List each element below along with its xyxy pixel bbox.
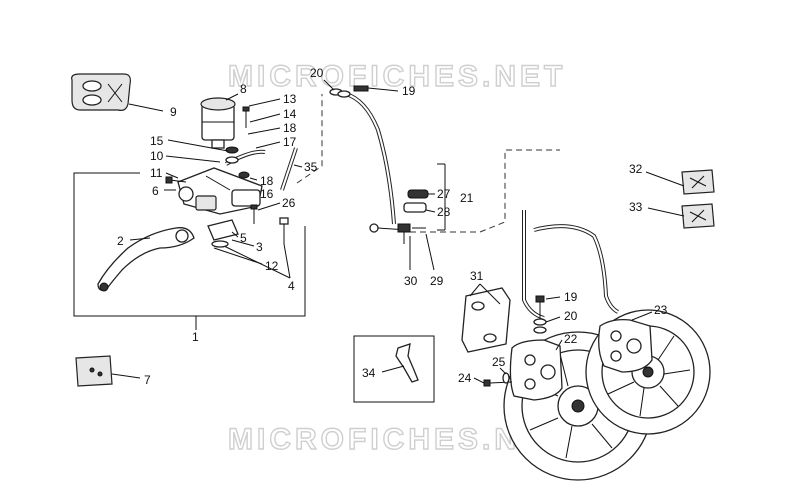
part-4-screw	[279, 217, 289, 244]
leader-18a	[247, 127, 281, 135]
part-28-grommet	[403, 202, 427, 213]
leader-13	[248, 98, 281, 107]
callout-10: 10	[150, 149, 164, 163]
part-32-pad	[681, 169, 715, 195]
callout-20-lower: 20	[564, 309, 578, 323]
part-13-screw	[242, 106, 250, 128]
callout-3: 3	[256, 240, 263, 254]
callout-16: 16	[260, 187, 274, 201]
leader-4a	[283, 243, 291, 279]
part-22-caliper	[509, 339, 563, 401]
part-5-clamp	[207, 219, 239, 248]
callout-30: 30	[404, 274, 418, 288]
part-31-caliper-bracket	[461, 287, 511, 353]
part-26-bolt	[250, 204, 258, 224]
callout-32: 32	[629, 162, 643, 176]
leader-2	[129, 237, 151, 241]
leader-23	[631, 311, 653, 321]
part-2-brake-lever	[97, 227, 195, 292]
part-33-pad	[681, 203, 715, 229]
leader-26	[257, 202, 281, 211]
leader-28	[425, 209, 436, 213]
callout-11: 11	[150, 166, 163, 180]
callout-1: 1	[192, 330, 199, 344]
callout-8: 8	[240, 82, 247, 96]
callout-15: 15	[150, 134, 164, 148]
callout-19-lower: 19	[564, 290, 578, 304]
leader-8	[225, 93, 239, 101]
callout-18-lower: 18	[260, 174, 274, 188]
callout-28: 28	[437, 205, 451, 219]
callout-29: 29	[430, 274, 444, 288]
callout-35: 35	[304, 160, 318, 174]
callout-7: 7	[144, 373, 151, 387]
callout-24: 24	[458, 371, 472, 385]
callout-6: 6	[152, 184, 159, 198]
callout-34: 34	[362, 366, 376, 380]
leader-29	[425, 233, 435, 271]
part-23-caliper	[598, 318, 653, 373]
part-34-box	[353, 335, 435, 403]
part-8-reservoir	[200, 97, 236, 149]
callout-13: 13	[283, 92, 297, 106]
leader-11	[165, 172, 179, 179]
lower-banjo-bolt	[533, 295, 547, 334]
callout-14: 14	[283, 107, 297, 121]
dashed-guide-reservoir	[296, 94, 323, 184]
callout-21: 21	[460, 191, 474, 205]
callout-22: 22	[564, 332, 578, 346]
callout-12: 12	[265, 259, 279, 273]
callout-17: 17	[283, 135, 297, 149]
master-cylinder-body	[177, 167, 263, 215]
leader-31b	[479, 283, 501, 305]
leader-18b	[249, 177, 258, 181]
leader-22	[555, 339, 563, 351]
leader-34	[381, 365, 405, 373]
leader-25	[499, 367, 507, 375]
callout-9: 9	[170, 105, 177, 119]
callout-23: 23	[654, 303, 668, 317]
watermark-top: MICROFICHES.NET	[228, 60, 566, 93]
callout-31: 31	[470, 269, 484, 283]
leader-12	[213, 247, 263, 265]
part-34-clip	[395, 343, 419, 383]
leader-35	[293, 164, 303, 168]
part-25-washer	[502, 372, 510, 384]
leader-5	[231, 231, 239, 238]
part-11-screw	[165, 176, 187, 184]
leader-3	[231, 239, 255, 247]
leader-20a	[323, 79, 335, 91]
callout-20-upper: 20	[310, 66, 324, 80]
leader-19a	[367, 87, 399, 92]
callout-4: 4	[288, 279, 295, 293]
callout-18-upper: 18	[283, 121, 297, 135]
leader-10	[165, 155, 221, 163]
part-27-grommet	[407, 189, 429, 199]
leader-24	[473, 377, 485, 384]
part-7-cover	[75, 355, 113, 387]
leader-9	[128, 103, 164, 112]
callout-2: 2	[117, 234, 124, 248]
callout-25: 25	[492, 355, 506, 369]
assembly-bracket-1	[73, 172, 306, 317]
callout-33: 33	[629, 200, 643, 214]
leader-7	[111, 373, 141, 379]
callout-26: 26	[282, 196, 296, 210]
hose-bracket	[369, 223, 426, 244]
dashed-guide-hose	[479, 149, 560, 233]
leader-17	[255, 141, 281, 149]
callout-5: 5	[240, 231, 247, 245]
leader-20b	[545, 316, 561, 323]
leader-33	[647, 207, 685, 217]
leader-14	[249, 113, 281, 123]
leader-32	[645, 171, 685, 187]
callout-19-upper: 19	[402, 84, 416, 98]
callout-27: 27	[437, 187, 451, 201]
leader-31a	[469, 283, 481, 297]
leader-19b	[545, 296, 561, 300]
part-9-cover	[71, 73, 131, 111]
leader-15	[167, 139, 229, 152]
